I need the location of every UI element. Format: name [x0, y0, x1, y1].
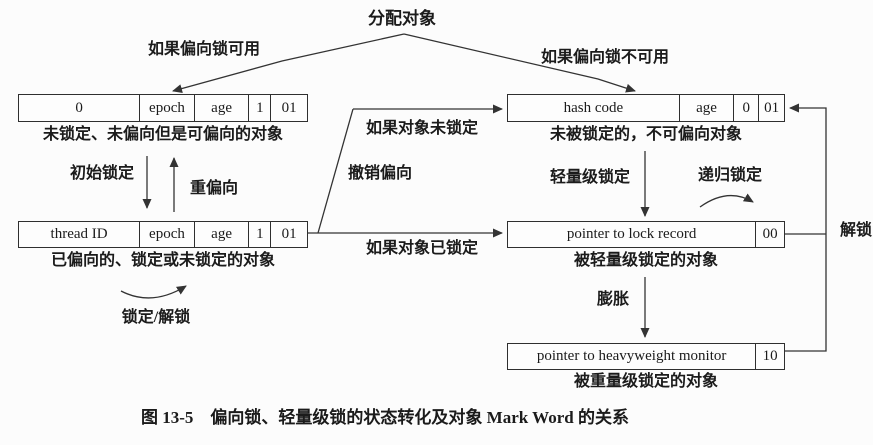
edge-label-revoke-bias: 撤销偏向 — [347, 165, 412, 182]
cell-epoch: epoch — [140, 222, 195, 247]
edge-label-initial-lock: 初始锁定 — [69, 165, 134, 182]
figure-caption: 图 13-5 偏向锁、轻量级锁的状态转化及对象 Mark Word 的关系 — [141, 408, 629, 427]
markword-label-unlocked: 未被锁定的，不可偏向对象 — [549, 126, 742, 143]
cell-age: age — [195, 95, 250, 121]
markword-label-lightweight: 被轻量级锁定的对象 — [573, 252, 718, 269]
cell-lock-flag: 01 — [281, 99, 297, 116]
markword-box-biasable: 0 epoch age 1 01 — [18, 94, 308, 122]
arrow-allocate-to-unlocked — [403, 33, 636, 93]
arrow-lock-unlock-curve — [120, 285, 187, 299]
line-revoke-bias-diagonal — [317, 108, 354, 234]
edge-label-if-object-locked: 如果对象已锁定 — [365, 240, 478, 257]
cell-biased-flag: 1 — [249, 95, 272, 121]
edge-label-unlock: 解锁 — [839, 222, 872, 239]
arrow-unlock-return — [785, 103, 827, 352]
cell-age: age — [195, 222, 250, 247]
markword-label-biasable: 未锁定、未偏向但是可偏向的对象 — [42, 126, 283, 143]
cell-thread-id: thread ID — [19, 222, 141, 247]
cell-lock-flag: 01 — [281, 226, 297, 242]
edge-label-inflate: 膨胀 — [596, 291, 629, 308]
edge-label-lock-unlock: 锁定/解锁 — [121, 309, 191, 326]
cell-age: age — [680, 95, 735, 121]
markword-box-lightweight: pointer to lock record 00 — [507, 221, 785, 248]
arrow-recursive-lock-curve — [699, 193, 754, 208]
cell-biased-flag: 0 — [734, 95, 760, 121]
cell-biased-flag: 1 — [249, 222, 272, 247]
markword-box-unlocked: hash code age 0 01 — [507, 94, 785, 122]
cell-lock-flag: 10 — [762, 348, 778, 364]
markword-box-biased: thread ID epoch age 1 01 — [18, 221, 308, 248]
edge-label-biased-unavailable: 如果偏向锁不可用 — [540, 49, 669, 66]
cell-epoch: epoch — [140, 95, 195, 121]
allocate-object-label: 分配对象 — [368, 9, 436, 28]
edge-label-biased-available: 如果偏向锁可用 — [147, 41, 260, 58]
arrow-allocate-to-biasable — [172, 33, 405, 93]
edge-label-recursive-lock: 递归锁定 — [697, 167, 762, 184]
cell-monitor-pointer: pointer to heavyweight monitor — [508, 344, 757, 369]
edge-label-if-object-unlocked: 如果对象未锁定 — [365, 120, 478, 137]
cell-lock-flag: 00 — [762, 226, 778, 242]
cell-hash-code: hash code — [508, 95, 680, 121]
markword-label-biased: 已偏向的、锁定或未锁定的对象 — [50, 252, 275, 269]
edge-label-rebias: 重偏向 — [189, 180, 238, 197]
edge-label-lightweight-lock: 轻量级锁定 — [549, 169, 630, 186]
markword-label-heavyweight: 被重量级锁定的对象 — [573, 373, 718, 390]
markword-box-heavyweight: pointer to heavyweight monitor 10 — [507, 343, 785, 370]
cell-bits: 0 — [19, 95, 141, 121]
cell-lock-record-pointer: pointer to lock record — [508, 222, 757, 247]
cell-lock-flag: 01 — [764, 99, 780, 116]
